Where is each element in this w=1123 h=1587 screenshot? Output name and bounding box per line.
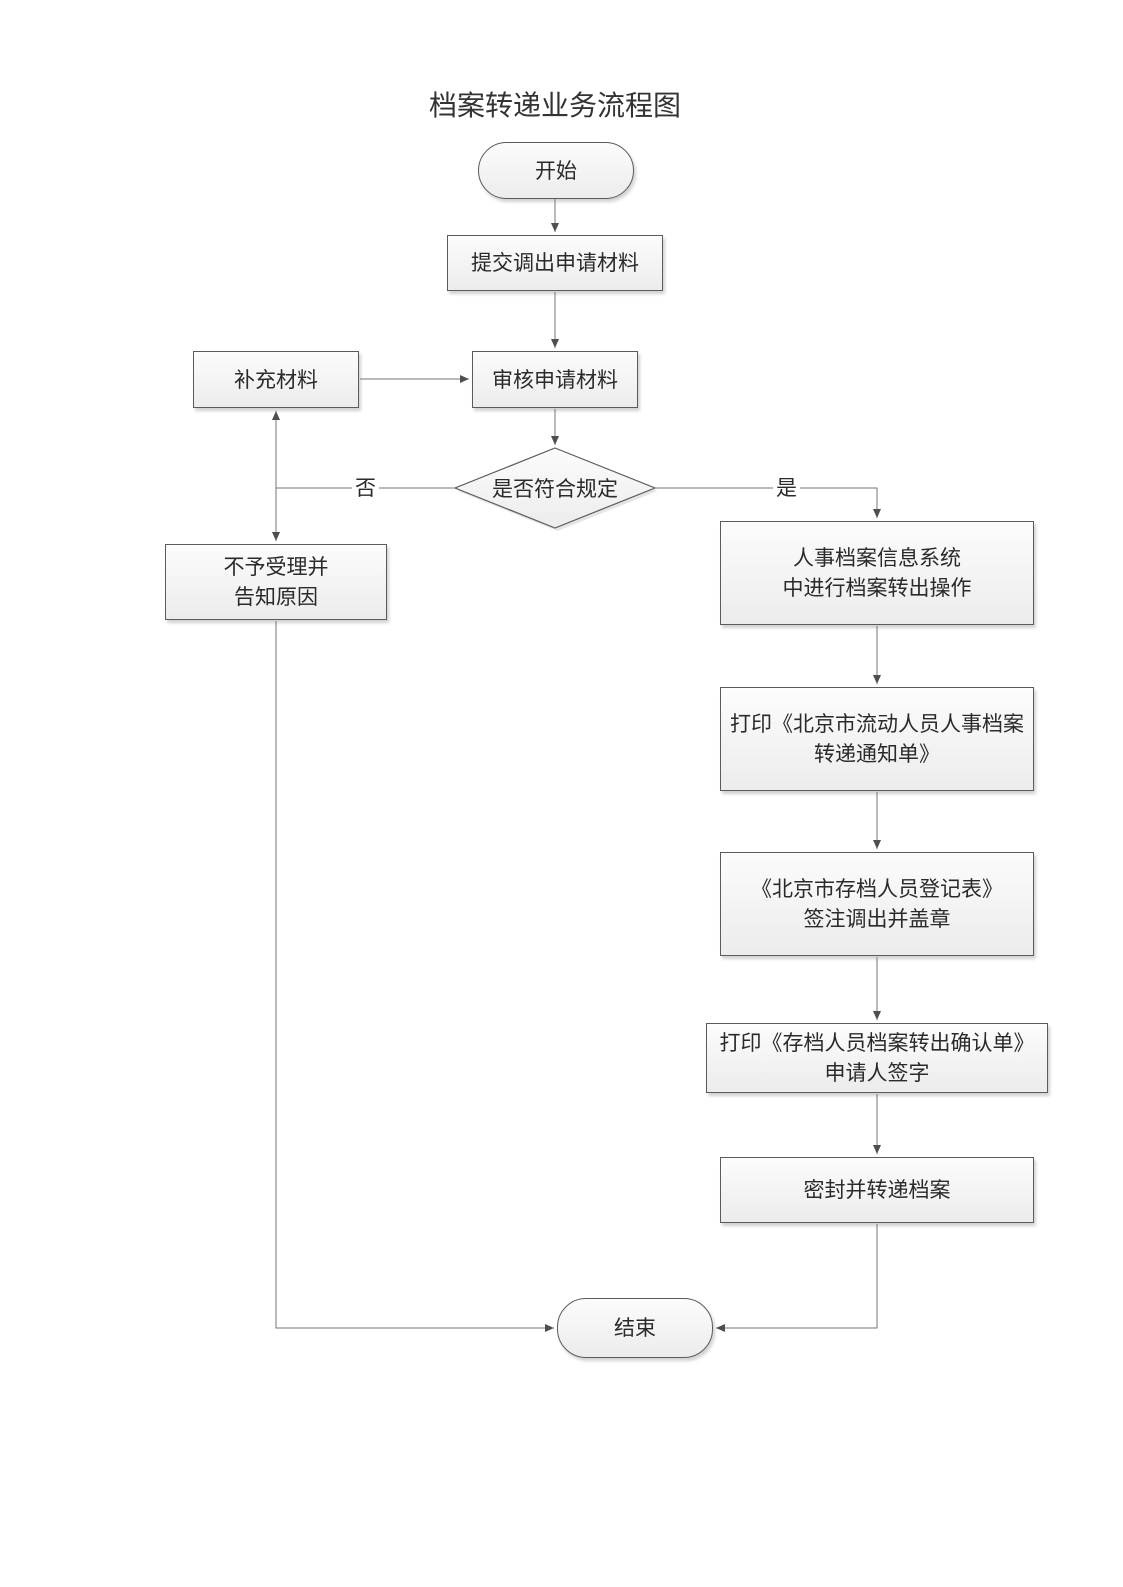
print-notice-node: 打印《北京市流动人员人事档案 转递通知单》 xyxy=(720,687,1034,791)
print-confirmation-node: 打印《存档人员档案转出确认单》 申请人签字 xyxy=(706,1023,1048,1093)
submit-materials-node: 提交调出申请材料 xyxy=(447,235,663,291)
arrow-reject-to-end xyxy=(275,621,554,1332)
registration-form-node: 《北京市存档人员登记表》 签注调出并盖章 xyxy=(720,852,1034,956)
decision-label: 是否符合规定 xyxy=(492,477,618,501)
reject-notify-line2: 告知原因 xyxy=(234,585,318,609)
registration-form-line1: 《北京市存档人员登记表》 xyxy=(751,877,1003,901)
archive-system-node: 人事档案信息系统 中进行档案转出操作 xyxy=(720,521,1034,625)
supplement-materials-label: 补充材料 xyxy=(234,367,318,392)
print-notice-line1: 打印《北京市流动人员人事档案 xyxy=(730,712,1024,736)
edge-label-no: 否 xyxy=(352,476,379,500)
submit-materials-label: 提交调出申请材料 xyxy=(471,251,639,275)
print-notice-line2: 转递通知单》 xyxy=(814,742,940,766)
supplement-materials-node: 补充材料 xyxy=(193,351,359,408)
review-materials-label: 审核申请材料 xyxy=(492,367,618,392)
reject-notify-line1: 不予受理并 xyxy=(223,555,329,579)
decision-diamond xyxy=(453,447,658,531)
end-node: 结束 xyxy=(557,1298,713,1358)
print-confirmation-line1: 打印《存档人员档案转出确认单》 xyxy=(719,1031,1035,1055)
arrow-yes-to-system xyxy=(655,487,881,518)
review-materials-node: 审核申请材料 xyxy=(472,351,638,408)
reject-notify-node: 不予受理并 告知原因 xyxy=(165,544,387,620)
end-node-label: 结束 xyxy=(614,1316,656,1340)
start-node-label: 开始 xyxy=(535,158,577,183)
page-title: 档案转递业务流程图 xyxy=(428,91,681,122)
archive-system-line1: 人事档案信息系统 xyxy=(793,546,961,570)
arrow-seal-to-end xyxy=(716,1224,878,1332)
seal-transfer-node: 密封并转递档案 xyxy=(720,1157,1034,1223)
registration-form-line2: 签注调出并盖章 xyxy=(803,907,951,931)
edge-label-yes: 是 xyxy=(773,476,800,500)
seal-transfer-label: 密封并转递档案 xyxy=(803,1178,951,1202)
print-confirmation-line2: 申请人签字 xyxy=(824,1061,930,1085)
archive-system-line2: 中进行档案转出操作 xyxy=(782,576,972,600)
start-node: 开始 xyxy=(478,142,634,199)
decision-diamond-shape xyxy=(453,447,657,529)
